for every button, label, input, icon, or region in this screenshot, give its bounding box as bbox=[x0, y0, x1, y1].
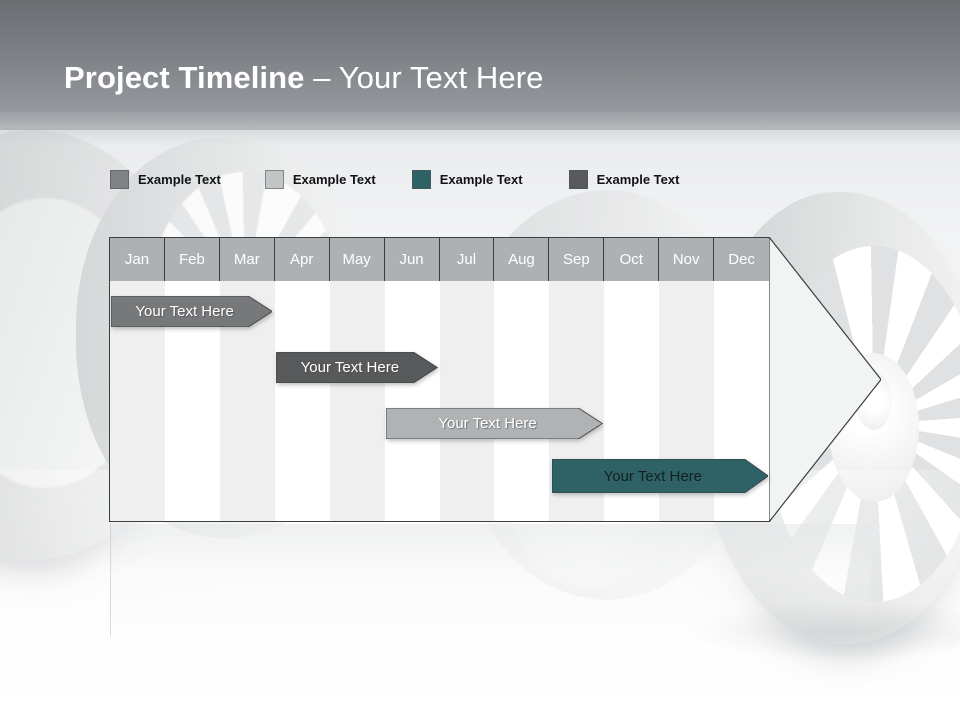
legend-label-1: Example Text bbox=[138, 172, 221, 187]
legend-swatch-2 bbox=[264, 170, 284, 189]
task-arrow-label-4: Your Text Here bbox=[603, 467, 703, 485]
timeline-column-aug[interactable]: Aug bbox=[494, 238, 550, 521]
legend-swatch-4 bbox=[568, 170, 588, 189]
legend-item-3[interactable]: Example Text bbox=[411, 170, 523, 189]
timeline-column-jun[interactable]: Jun bbox=[384, 238, 440, 521]
timeline-column-mar[interactable]: Mar bbox=[219, 238, 275, 521]
month-header-oct: Oct bbox=[604, 238, 660, 281]
task-arrow-shape-2 bbox=[276, 352, 438, 383]
legend-label-3: Example Text bbox=[439, 172, 523, 187]
month-header-aug: Aug bbox=[494, 238, 550, 281]
timeline-column-oct[interactable]: Oct bbox=[604, 238, 660, 521]
page-title: Project Timeline – Your Text Here bbox=[64, 60, 543, 96]
month-header-jun: Jun bbox=[384, 238, 440, 281]
timeline-arrowhead-icon bbox=[768, 235, 882, 524]
month-header-apr: Apr bbox=[274, 238, 330, 281]
month-header-mar: Mar bbox=[219, 238, 275, 281]
task-arrow-shape-4 bbox=[551, 459, 768, 493]
legend: Example Text Example Text Example Text Exam… bbox=[110, 170, 679, 189]
task-arrow-3[interactable]: Your Text Here bbox=[386, 408, 603, 439]
legend-label-4: Example Text bbox=[596, 172, 680, 187]
month-header-feb: Feb bbox=[164, 238, 220, 281]
header-band bbox=[0, 0, 960, 130]
legend-label-2: Example Text bbox=[292, 172, 376, 187]
timeline-column-dec[interactable]: Dec bbox=[714, 238, 770, 521]
month-header-dec: Dec bbox=[714, 238, 770, 281]
header-fade bbox=[0, 112, 960, 146]
legend-swatch-3 bbox=[411, 170, 431, 189]
month-header-may: May bbox=[329, 238, 385, 281]
grid-reflection bbox=[110, 524, 871, 636]
timeline-column-feb[interactable]: Feb bbox=[164, 238, 220, 521]
task-arrow-2[interactable]: Your Text Here bbox=[276, 352, 438, 383]
page-title-light: Your Text Here bbox=[338, 60, 544, 95]
page-title-separator: – bbox=[304, 60, 339, 95]
task-arrow-label-2: Your Text Here bbox=[300, 359, 400, 376]
task-arrow-label-3: Your Text Here bbox=[438, 415, 537, 432]
task-arrow-label-1: Your Text Here bbox=[135, 303, 234, 320]
month-header-jul: Jul bbox=[439, 238, 495, 281]
month-header-jan: Jan bbox=[110, 238, 165, 281]
month-header-nov: Nov bbox=[659, 238, 715, 281]
legend-swatch-1 bbox=[110, 170, 129, 189]
timeline-column-apr[interactable]: Apr bbox=[274, 238, 330, 521]
legend-item-1[interactable]: Example Text bbox=[110, 170, 221, 189]
legend-item-4[interactable]: Example Text bbox=[568, 170, 680, 189]
timeline-column-jul[interactable]: Jul bbox=[439, 238, 495, 521]
timeline-column-jan[interactable]: Jan bbox=[110, 238, 165, 521]
page-title-bold: Project Timeline bbox=[64, 60, 305, 95]
task-arrow-shape-1 bbox=[111, 296, 273, 327]
legend-item-2[interactable]: Example Text bbox=[264, 170, 376, 189]
month-header-sep: Sep bbox=[549, 238, 605, 281]
task-arrow-1[interactable]: Your Text Here bbox=[111, 296, 273, 327]
task-arrow-4[interactable]: Your Text Here bbox=[551, 459, 768, 493]
task-arrow-shape-3 bbox=[386, 408, 603, 439]
timeline-arrowhead bbox=[768, 235, 882, 524]
